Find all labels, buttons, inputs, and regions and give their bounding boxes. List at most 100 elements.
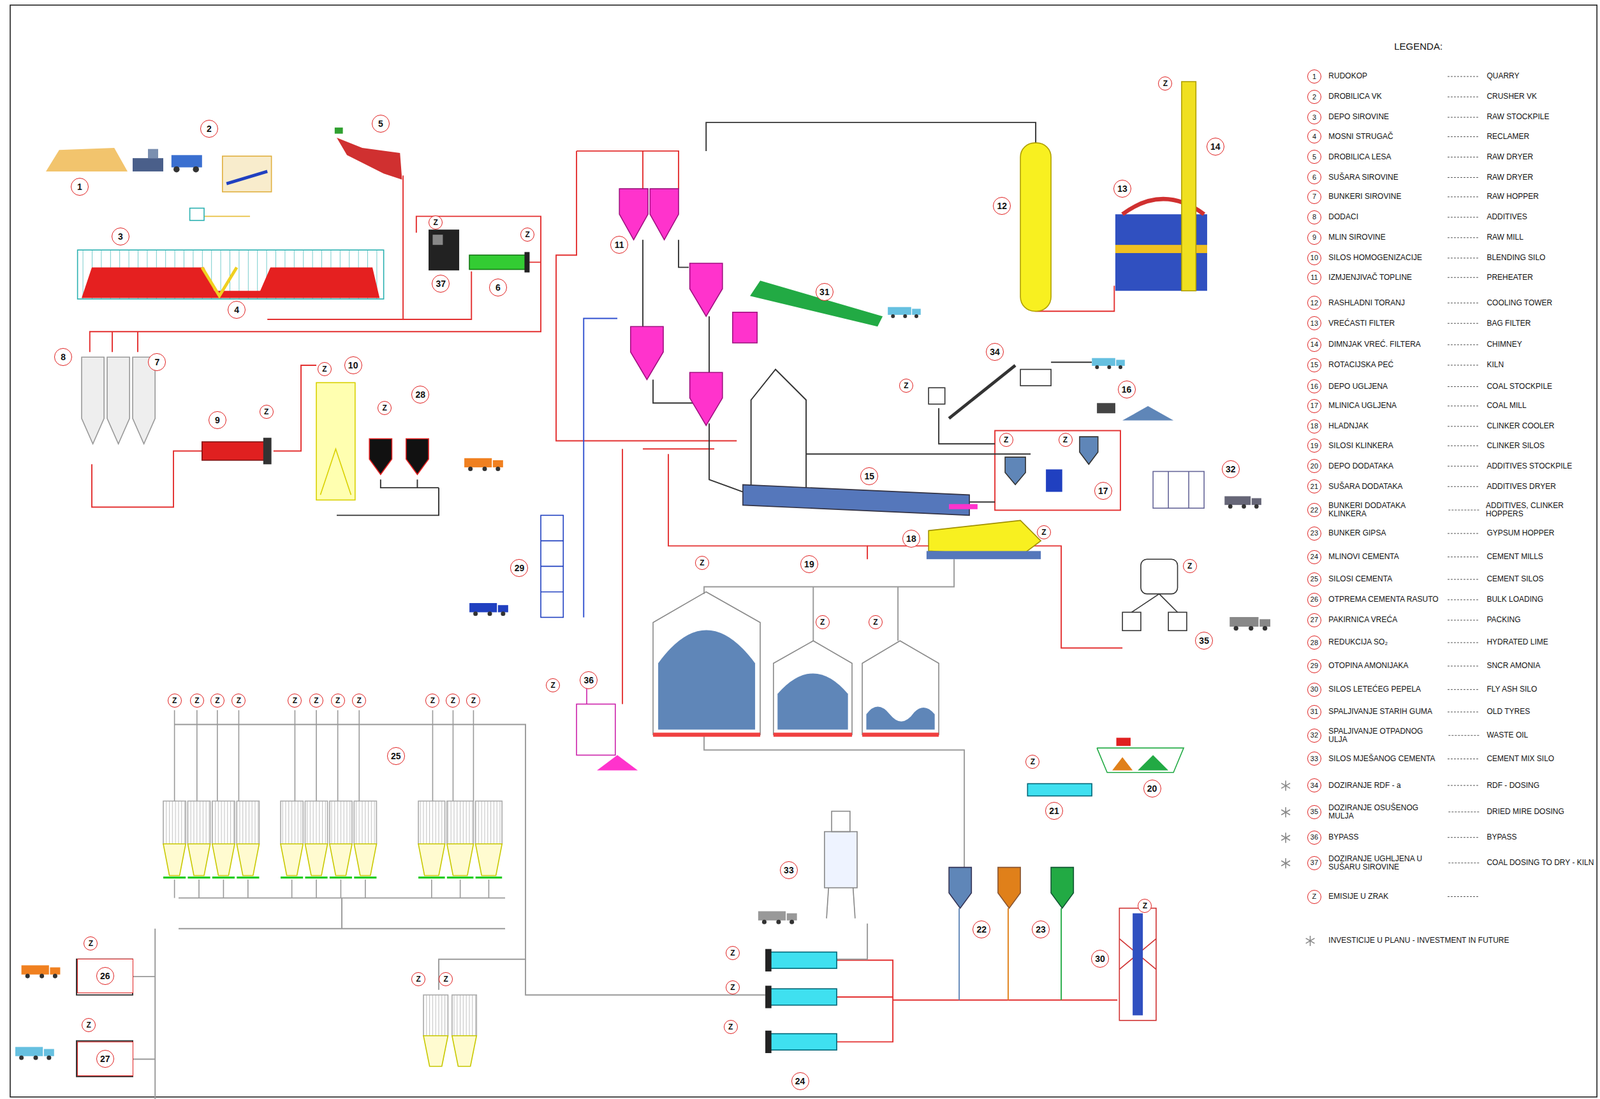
legend-english: CRUSHER VK (1486, 92, 1537, 101)
illustration-part (1112, 757, 1133, 771)
illustration-part (447, 801, 474, 845)
callout-number: 30 (1091, 950, 1109, 969)
emission-mark: Z (899, 378, 914, 393)
legend-number: 14 (1307, 337, 1322, 353)
illustration-part (1281, 858, 1291, 869)
legend-number: 2 (1307, 89, 1322, 104)
callout-number: 13 (1113, 179, 1132, 198)
emission-mark: Z (330, 693, 345, 708)
callout-text: 14 (1210, 142, 1221, 152)
illustration-part (475, 844, 503, 877)
illustration-part (15, 1047, 55, 1060)
legend-english: RAW DRYER (1486, 173, 1534, 182)
legend-number: 16 (1307, 379, 1322, 394)
illustration-part (452, 995, 477, 1037)
legend-english: CEMENT SILOS (1486, 575, 1544, 584)
callout-text: 37 (435, 279, 446, 289)
legend-english: KILN (1486, 360, 1504, 370)
illustration-part (765, 949, 772, 972)
illustration-part (705, 122, 1036, 152)
legend-english: COAL MILL (1486, 401, 1527, 411)
illustration-part (337, 710, 339, 801)
illustration-part (806, 453, 1031, 455)
illustration-part (1306, 936, 1315, 947)
emission-mark: Z (868, 615, 883, 630)
illustration-part (928, 387, 946, 405)
illustration-part (1159, 594, 1178, 613)
illustration-part (406, 438, 429, 475)
illustration-part (247, 880, 249, 899)
illustration-part (212, 876, 235, 879)
illustration-part (423, 995, 477, 1037)
legend-dash (1447, 785, 1480, 787)
legend-number: 25 (1307, 572, 1322, 587)
illustration-part (418, 844, 446, 877)
legend-dash (1447, 599, 1480, 601)
callout-number: 20 (1143, 779, 1162, 798)
legend-english: COAL DOSING TO DRY - KILN (1486, 858, 1594, 868)
illustration-part (223, 880, 225, 899)
callout-number: 22 (972, 920, 991, 939)
callout-number: 2 (200, 119, 219, 138)
emission-mark: Z (1158, 76, 1173, 91)
legend-number: 15 (1307, 358, 1322, 373)
illustration-part (329, 801, 353, 845)
illustration-part (621, 448, 624, 705)
callout-text: 28 (415, 390, 426, 400)
callout-number: 34 (985, 343, 1004, 361)
callout-number: 25 (387, 747, 405, 766)
callout-number: 35 (1195, 631, 1213, 650)
callout-text: 13 (1117, 184, 1128, 194)
equipment-box: 26 (77, 959, 134, 994)
illustration-part (171, 154, 203, 168)
emission-mark: Z (352, 693, 367, 708)
legend-text: DIMNJAK VREĆ. FILTERA (1328, 340, 1421, 349)
illustration-part (1020, 369, 1051, 386)
legend-english: ADDITIVES DRYER (1486, 482, 1556, 492)
legend-english: QUARRY (1486, 72, 1520, 81)
callout-text: 12 (997, 201, 1008, 211)
legend-dash (1447, 837, 1480, 838)
illustration-part (76, 959, 133, 1078)
illustration-part (263, 438, 272, 465)
illustration-part (583, 318, 618, 618)
legend-text: SUŠARA DODATAKA (1328, 482, 1403, 492)
legend-dash (1447, 364, 1480, 366)
legend-dash (1447, 237, 1480, 238)
legend-text: RASHLADNI TORANJ (1328, 299, 1405, 308)
illustration-part (280, 801, 303, 845)
illustration-part (91, 451, 203, 508)
callout-text: 5 (378, 119, 384, 129)
callout-number: 1 (70, 177, 89, 196)
callout-number: 28 (411, 385, 430, 404)
illustration-part (163, 844, 186, 877)
illustration-part (76, 959, 133, 996)
illustration-part (619, 188, 648, 240)
emission-mark: Z (1058, 433, 1073, 448)
illustration-part (770, 952, 837, 1051)
illustration-part (758, 911, 798, 925)
legend-dash (1447, 117, 1480, 118)
legend-text: SILOS HOMOGENIZACIJE (1328, 253, 1423, 263)
illustration-part (280, 844, 303, 877)
legend-number: 23 (1307, 526, 1322, 541)
legend-dash (1447, 196, 1480, 198)
illustration-part (190, 208, 205, 221)
emission-mark: Z (815, 615, 830, 630)
legend-number: 26 (1307, 593, 1322, 608)
illustration-part (540, 540, 564, 543)
illustration-part (619, 188, 757, 426)
legend-text: DROBILICA LESA (1328, 153, 1391, 162)
illustration-part (488, 880, 490, 899)
emission-mark: Z (231, 693, 246, 708)
illustration-part (364, 880, 367, 899)
illustration-part (1060, 908, 1062, 1001)
legend-dash (1447, 136, 1480, 138)
illustration-part (10, 5, 1597, 1098)
illustration-part (958, 908, 960, 1001)
illustration-part (1027, 783, 1092, 796)
illustration-part (998, 867, 1021, 909)
legend-number: 3 (1307, 110, 1322, 125)
illustration-part (642, 151, 679, 189)
